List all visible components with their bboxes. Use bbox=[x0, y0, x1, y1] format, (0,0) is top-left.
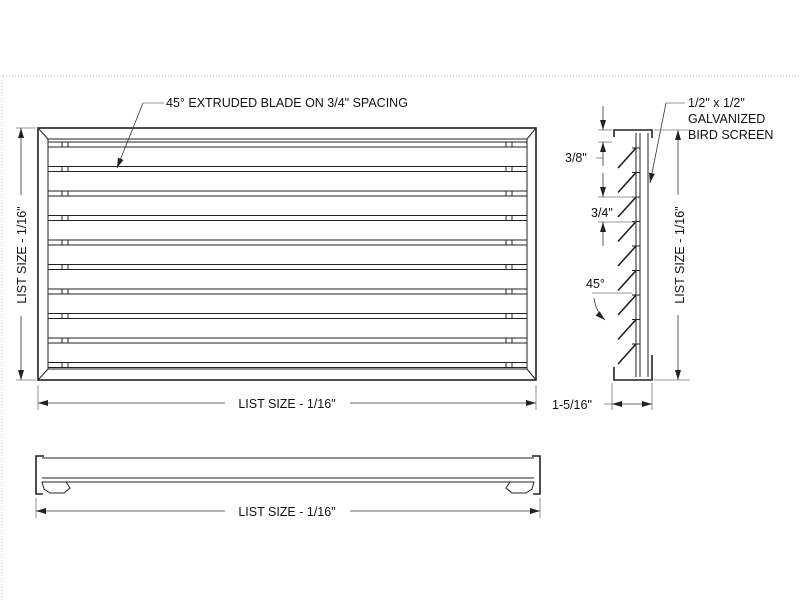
section-blade bbox=[617, 196, 640, 218]
front-blades bbox=[48, 141, 527, 368]
spacing-dimension: 3/4" bbox=[591, 206, 613, 220]
leader-arrow bbox=[649, 102, 667, 184]
section-view: 1/2" x 1/2" GALVANIZED BIRD SCREEN 3/8" … bbox=[552, 96, 773, 412]
section-blades bbox=[617, 147, 640, 365]
leader-arrow bbox=[116, 102, 144, 169]
front-blade bbox=[48, 288, 527, 295]
section-blade bbox=[617, 147, 640, 169]
top-channel bbox=[613, 129, 653, 138]
angle-arc bbox=[593, 297, 606, 321]
depth-dimension: 1-5/16" bbox=[552, 398, 592, 412]
screen-note-type: BIRD SCREEN bbox=[688, 128, 773, 142]
frame-miter bbox=[526, 127, 537, 140]
section-blade bbox=[617, 269, 640, 292]
front-blade bbox=[48, 313, 527, 319]
front-blade bbox=[48, 264, 527, 270]
front-blade bbox=[48, 166, 527, 172]
edge-dimension: 3/8" bbox=[565, 151, 587, 165]
blade-note: 45° EXTRUDED BLADE ON 3/4" SPACING bbox=[166, 96, 408, 110]
front-blade bbox=[48, 239, 527, 246]
frame-miter bbox=[526, 368, 537, 381]
drawing-border bbox=[1, 75, 800, 600]
section-blade bbox=[617, 171, 640, 194]
inner-frame bbox=[47, 138, 528, 370]
left-corner-extrusion bbox=[41, 481, 71, 494]
section-height-dimension: LIST SIZE - 1/16" bbox=[673, 206, 687, 303]
right-corner-extrusion bbox=[505, 481, 535, 494]
angle-dimension: 45° bbox=[586, 277, 605, 291]
bottom-channel bbox=[613, 355, 653, 381]
front-blade bbox=[48, 190, 527, 197]
front-blade bbox=[48, 141, 527, 148]
section-blade bbox=[617, 294, 640, 316]
screen-note-material: GALVANIZED bbox=[688, 112, 765, 126]
section-blade bbox=[617, 343, 640, 365]
top-view: LIST SIZE - 1/16" bbox=[35, 455, 541, 519]
front-height-dimension: LIST SIZE - 1/16" bbox=[15, 206, 29, 303]
right-channel bbox=[532, 455, 541, 495]
section-blade bbox=[617, 245, 640, 267]
frame-miter bbox=[37, 127, 49, 140]
front-blade bbox=[48, 215, 527, 221]
outer-frame bbox=[37, 127, 537, 381]
screen-note-size: 1/2" x 1/2" bbox=[688, 96, 745, 110]
section-blade bbox=[617, 220, 640, 243]
front-view: 45° EXTRUDED BLADE ON 3/4" SPACING LIST … bbox=[15, 96, 537, 411]
front-width-dimension: LIST SIZE - 1/16" bbox=[238, 397, 335, 411]
top-width-dimension: LIST SIZE - 1/16" bbox=[238, 505, 335, 519]
left-channel bbox=[35, 455, 44, 495]
front-blade bbox=[48, 337, 527, 344]
section-blade bbox=[617, 318, 640, 341]
front-blade bbox=[48, 362, 527, 368]
frame-miter bbox=[37, 368, 49, 381]
